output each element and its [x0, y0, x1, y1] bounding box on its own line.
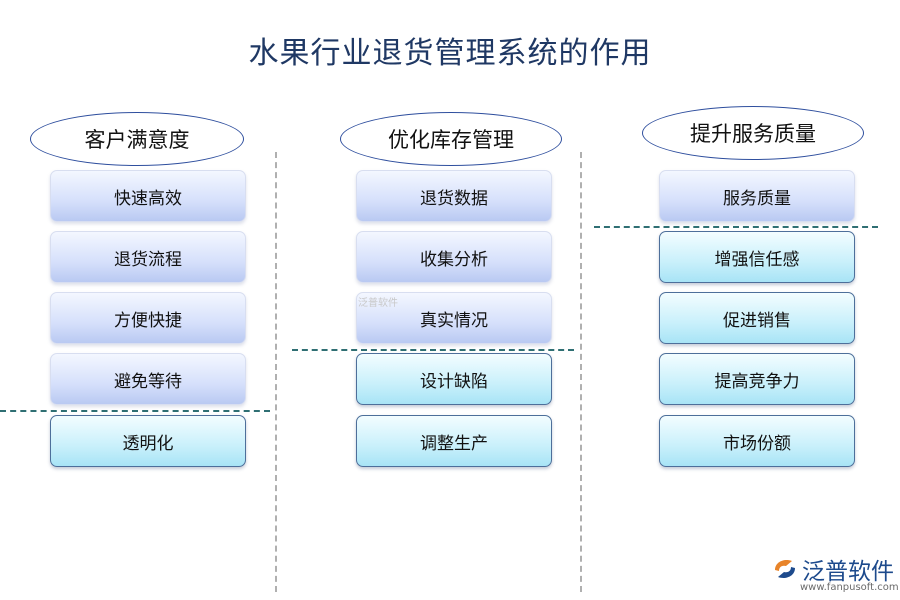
fanpu-logo-icon: [775, 560, 795, 578]
logo-name: 泛普软件: [802, 559, 894, 585]
brand-logo: 泛普软件: [772, 552, 894, 586]
column-3-item-3: 促进销售: [659, 292, 855, 344]
column-2-item-5: 调整生产: [356, 415, 552, 467]
column-2-item-2: 收集分析: [356, 231, 552, 283]
column-3-item-5: 市场份额: [659, 415, 855, 467]
column-divider-1: [275, 152, 277, 592]
section-divider-column-3: [594, 226, 878, 228]
column-3-item-2: 增强信任感: [659, 231, 855, 283]
column-1-item-1: 快速高效: [50, 170, 246, 222]
column-heading-inventory-optimization: 优化库存管理: [340, 112, 562, 166]
column-1-item-4: 避免等待: [50, 353, 246, 405]
column-2-item-1: 退货数据: [356, 170, 552, 222]
column-divider-2: [580, 152, 582, 592]
column-3-item-4: 提高竞争力: [659, 353, 855, 405]
column-2-item-3: 真实情况: [356, 292, 552, 344]
section-divider-column-1: [0, 410, 270, 412]
column-heading-service-quality: 提升服务质量: [642, 106, 864, 160]
logo-url: www.fanpusoft.com: [800, 582, 899, 593]
column-1-item-5: 透明化: [50, 415, 246, 467]
section-divider-column-2: [292, 349, 574, 351]
column-2-item-4: 设计缺陷: [356, 353, 552, 405]
column-1-item-3: 方便快捷: [50, 292, 246, 344]
page-title: 水果行业退货管理系统的作用: [248, 36, 652, 71]
watermark: 泛普软件: [358, 298, 398, 309]
column-heading-customer-satisfaction: 客户满意度: [30, 112, 244, 166]
column-3-item-1: 服务质量: [659, 170, 855, 222]
column-1-item-2: 退货流程: [50, 231, 246, 283]
